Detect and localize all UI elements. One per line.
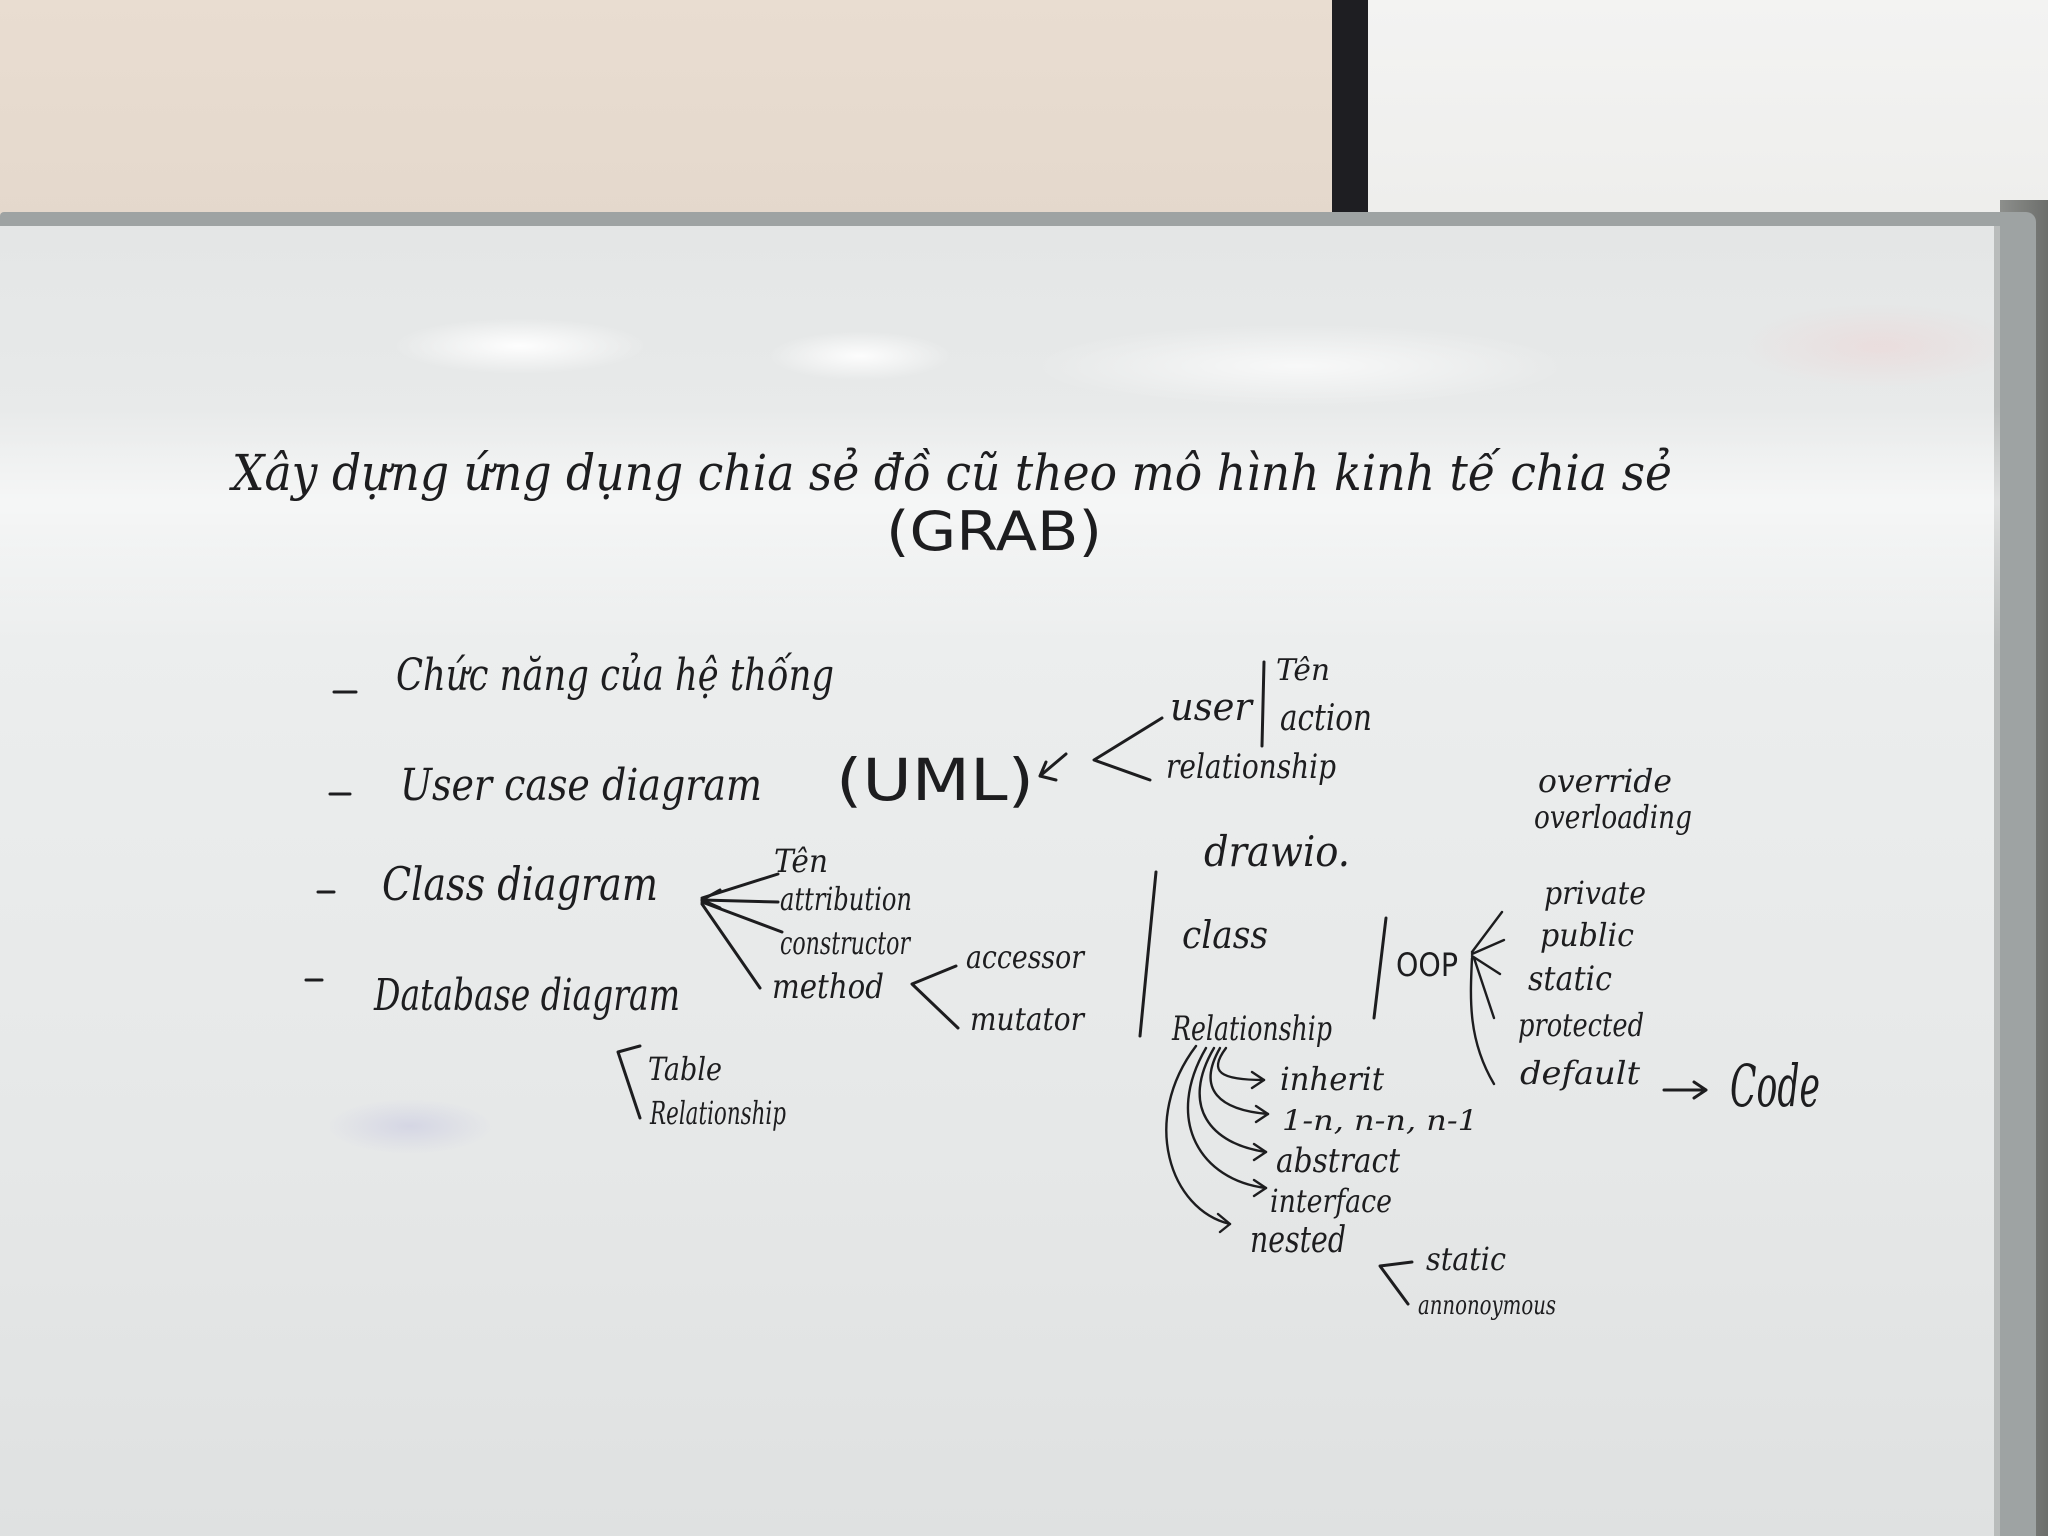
relationship-arrow-2	[1209, 1046, 1270, 1116]
database-branch-lines	[616, 1044, 642, 1120]
uml-arrow	[1038, 752, 1068, 782]
oop-branch-lines	[1469, 910, 1506, 1086]
relationship-item-abstract: abstract	[1276, 1141, 1400, 1181]
whiteboard-surface	[0, 226, 2000, 1536]
nested-branch-chevron	[1378, 1260, 1414, 1306]
class-item-method: method	[772, 967, 884, 1007]
oop-item-static: static	[1528, 959, 1612, 999]
database-item-relationship: Relationship	[649, 1094, 786, 1132]
override-item-override: override	[1538, 762, 1672, 800]
user-relationship: relationship	[1166, 747, 1336, 787]
method-branch-chevron	[910, 964, 960, 1030]
list-item-use-case: User case diagram	[400, 760, 762, 811]
relationship-arrow-1	[1216, 1046, 1266, 1082]
title-line2: (GRAB)	[886, 500, 1102, 563]
user-item-action: action	[1280, 698, 1372, 739]
class-branch-arrowhead	[700, 888, 722, 910]
relationship-item-nested: nested	[1250, 1220, 1346, 1261]
class-label: class	[1182, 913, 1268, 957]
relationship-arrow-5	[1165, 1044, 1232, 1226]
wall-right	[1368, 0, 2048, 215]
user-divider	[1260, 660, 1266, 748]
method-item-accessor: accessor	[966, 938, 1085, 976]
relationship-item-interface: interface	[1270, 1182, 1392, 1220]
oop-item-protected: protected	[1518, 1006, 1644, 1044]
list-item-database: Database diagram	[373, 970, 680, 1021]
oop-item-public: public	[1540, 916, 1634, 954]
class-divider	[1138, 870, 1158, 1038]
code-arrow	[1662, 1080, 1708, 1100]
override-item-overloading: overloading	[1534, 798, 1692, 836]
oop-divider	[1372, 916, 1388, 1020]
relationship-arrow-4	[1186, 1046, 1268, 1190]
list-item-class: Class diagram	[382, 857, 658, 911]
relationship-arrowheads	[1216, 1070, 1270, 1234]
oop-label: OOP	[1396, 946, 1458, 984]
relationship-arrow-3	[1198, 1046, 1268, 1154]
class-item-ten: Tên	[774, 842, 828, 880]
relationship-item-inherit: inherit	[1280, 1060, 1384, 1098]
user-item-ten: Tên	[1276, 653, 1330, 688]
code-label: Code	[1730, 1052, 1820, 1120]
nested-item-annonoymous: annonoymous	[1418, 1291, 1556, 1321]
user-branch-chevron	[1092, 716, 1164, 782]
uml-label: (UML)	[836, 746, 1034, 814]
class-item-constructor: constructor	[780, 924, 911, 962]
drawio-label: drawio.	[1204, 827, 1350, 876]
list-item-functions: Chức năng của hệ thống	[396, 650, 834, 701]
database-item-table: Table	[648, 1050, 722, 1088]
nested-item-static: static	[1426, 1240, 1506, 1278]
whiteboard	[0, 212, 2036, 1536]
relationship-item-multiplicity: 1-n, n-n, n-1	[1282, 1104, 1478, 1137]
title-line1: Xây dựng ứng dụng chia sẻ đồ cũ theo mô …	[228, 444, 1672, 502]
class-branch-lines	[700, 872, 784, 990]
relationship-label: Relationship	[1171, 1009, 1332, 1049]
oop-item-private: private	[1544, 874, 1646, 912]
wall-left	[0, 0, 1340, 230]
wall-post	[1332, 0, 1368, 215]
oop-item-default: default	[1520, 1054, 1640, 1092]
class-item-attribution: attribution	[780, 880, 912, 918]
user-label: user	[1170, 685, 1255, 729]
light-glare	[0, 406, 2000, 646]
method-item-mutator: mutator	[970, 1000, 1085, 1038]
